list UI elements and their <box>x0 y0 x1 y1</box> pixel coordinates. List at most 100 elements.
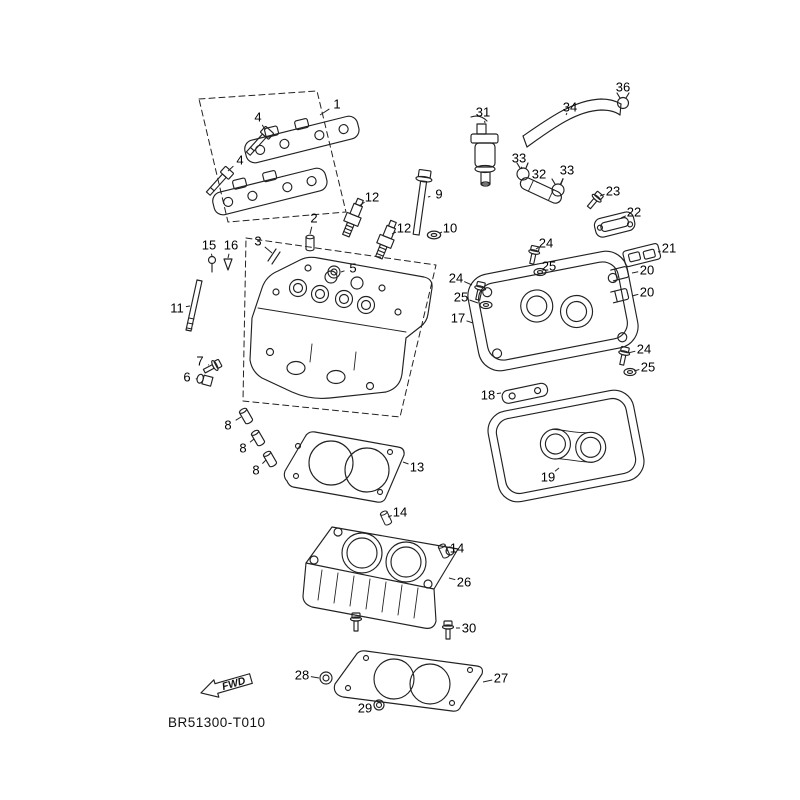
leader-line <box>559 177 564 186</box>
leader-line <box>466 320 474 324</box>
leader-line <box>264 246 273 254</box>
leader-line <box>427 195 431 198</box>
callout-8: 8 <box>239 441 246 456</box>
callout-13: 13 <box>410 460 424 475</box>
callout-21: 21 <box>662 241 676 256</box>
leader-line <box>185 305 191 308</box>
leader-line <box>657 250 661 253</box>
callout-3: 3 <box>254 234 261 249</box>
callout-20: 20 <box>640 285 654 300</box>
callout-9: 9 <box>435 187 442 202</box>
part-11-stud <box>185 279 203 332</box>
callout-14: 14 <box>393 505 407 520</box>
part-34-hose <box>522 98 622 148</box>
callout-19: 19 <box>541 470 555 485</box>
leader-line <box>210 253 213 257</box>
callout-8: 8 <box>252 463 259 478</box>
part-33-clamp <box>516 162 530 181</box>
leader-line <box>627 350 636 354</box>
callout-11: 11 <box>170 301 184 316</box>
callout-2: 2 <box>310 211 317 226</box>
leader-line <box>319 108 330 116</box>
part-20-retainer <box>610 288 630 304</box>
part-36-clip <box>616 92 630 110</box>
leader-line <box>464 281 473 286</box>
leader-line <box>391 231 397 235</box>
leader-line <box>520 166 523 170</box>
diagram-code: BR51300-T010 <box>168 715 266 730</box>
leader-line <box>599 193 605 197</box>
callout-33: 33 <box>560 163 574 178</box>
part-15-valve-piece <box>207 255 217 273</box>
callout-12: 12 <box>365 190 379 205</box>
callout-28: 28 <box>295 668 309 683</box>
part-1-camshaft-caps <box>212 115 360 216</box>
leader-line <box>402 461 409 465</box>
part-22-cover <box>593 211 636 238</box>
callout-18: 18 <box>481 388 495 403</box>
part-28-grommet <box>319 671 333 685</box>
leader-line <box>310 676 320 679</box>
callout-33: 33 <box>512 151 526 166</box>
leader-line <box>448 577 456 581</box>
part-3-stud <box>267 248 281 265</box>
leader-line <box>249 438 255 443</box>
leader-line <box>439 231 443 234</box>
callout-31: 31 <box>476 105 490 120</box>
leader-line <box>261 124 266 131</box>
callout-34: 34 <box>563 100 577 115</box>
leader-line <box>387 515 392 518</box>
callout-4: 4 <box>236 153 243 168</box>
part-16-valve-piece <box>223 258 233 271</box>
part-18-damper <box>501 382 549 404</box>
assembly-box-camcaps <box>198 90 347 223</box>
leader-line <box>631 293 639 297</box>
leader-line <box>227 253 230 259</box>
callout-25: 25 <box>454 290 468 305</box>
part-21-plate <box>622 242 662 268</box>
callout-6: 6 <box>183 370 190 385</box>
callout-5: 5 <box>349 261 356 276</box>
assembly-box-head <box>242 237 437 418</box>
callout-30: 30 <box>462 621 476 636</box>
callout-24: 24 <box>539 236 553 251</box>
leader-line <box>620 215 627 219</box>
leader-line <box>482 679 493 683</box>
callout-27: 27 <box>494 671 508 686</box>
callout-25: 25 <box>641 360 655 375</box>
callout-20: 20 <box>640 263 654 278</box>
callout-17: 17 <box>451 311 465 326</box>
callout-36: 36 <box>616 80 630 95</box>
leader-line <box>235 416 242 421</box>
callout-15: 15 <box>202 238 216 253</box>
part-31-air-valve <box>470 115 499 187</box>
callout-25: 25 <box>542 259 556 274</box>
leader-line <box>445 549 449 552</box>
callout-8: 8 <box>224 418 231 433</box>
leader-line <box>227 165 234 172</box>
callout-32: 32 <box>532 167 546 182</box>
part-27-base-gasket <box>333 650 484 712</box>
part-13-head-gasket <box>283 431 405 503</box>
part-cylinder-head <box>249 256 433 399</box>
callout-24: 24 <box>449 271 463 286</box>
callout-12: 12 <box>397 221 411 236</box>
callout-1: 1 <box>333 97 340 112</box>
leader-line <box>469 299 479 304</box>
callout-26: 26 <box>457 575 471 590</box>
leader-line <box>358 201 365 207</box>
leader-line <box>631 271 639 274</box>
leader-line <box>565 112 568 116</box>
part-6-plug <box>196 373 214 387</box>
leader-line <box>262 459 267 464</box>
callout-10: 10 <box>443 221 457 236</box>
callout-4: 4 <box>254 110 261 125</box>
leader-line <box>633 369 640 372</box>
callout-23: 23 <box>606 184 620 199</box>
leader-line <box>535 247 539 250</box>
part-19-cover-gasket <box>487 389 645 503</box>
part-9-bolt <box>412 169 433 236</box>
